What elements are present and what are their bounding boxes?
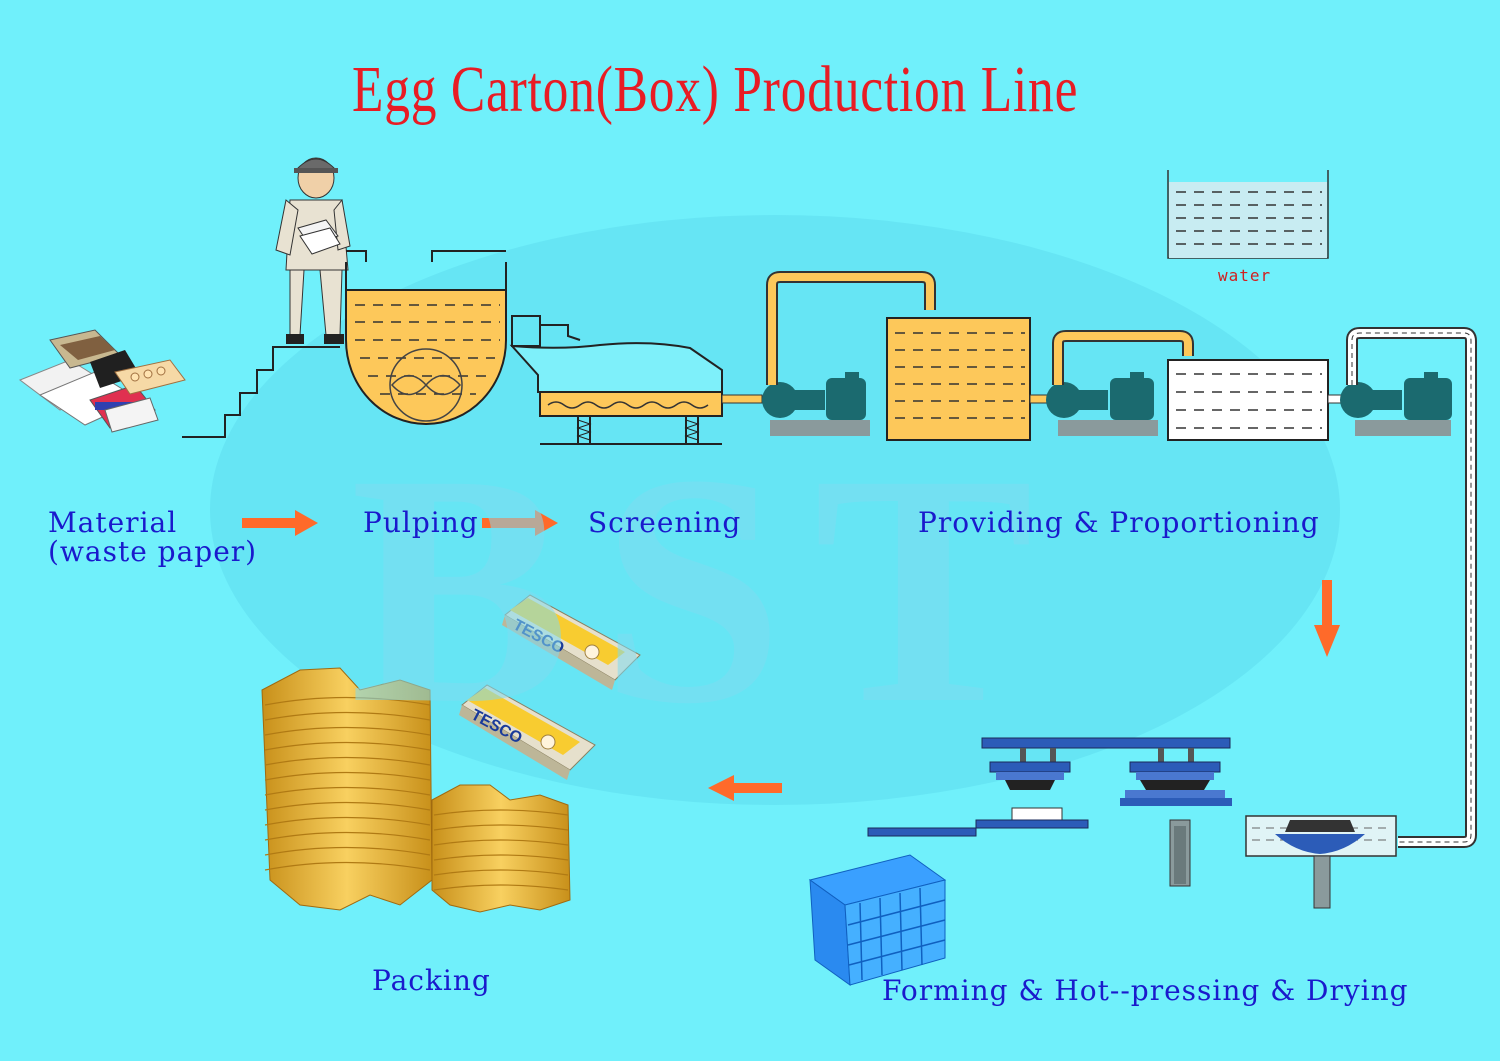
step-forming-label: Forming & Hot--pressing & Drying <box>882 974 1409 1007</box>
waste-paper-icon <box>18 329 186 433</box>
arrow-down-to-forming <box>1314 580 1340 657</box>
step-pulping-label: Pulping <box>363 506 479 539</box>
proportioning-tank <box>1167 359 1347 441</box>
step-material-sublabel: (waste paper) <box>48 535 258 568</box>
egg-carton-1 <box>502 594 641 690</box>
watermark-text: BST <box>350 407 1064 772</box>
egg-carton-2 <box>459 684 596 780</box>
forming-mould <box>1245 815 1397 909</box>
pulper-tank <box>345 250 507 425</box>
step-material-label: Material <box>48 506 178 539</box>
blue-crate-icon <box>808 854 947 987</box>
water-label: water <box>1218 266 1272 285</box>
screening-machine <box>509 315 763 445</box>
stairs <box>182 346 340 438</box>
providing-tank <box>886 317 1051 441</box>
egg-tray-stack-large <box>261 667 433 911</box>
arrow-forming-to-packing <box>708 775 782 801</box>
step-screening-label: Screening <box>588 506 742 539</box>
pump-3 <box>1340 372 1452 436</box>
egg-tray-stack-small <box>431 784 571 913</box>
forming-machine <box>867 737 1232 887</box>
pump-2 <box>1046 372 1158 436</box>
step-providing-label: Providing & Proportioning <box>918 506 1320 539</box>
step-packing-label: Packing <box>372 964 491 997</box>
arrow-material-to-pulping <box>242 510 318 536</box>
arrow-pulping-to-screening <box>482 510 558 536</box>
page-title: Egg Carton(Box) Production Line <box>352 53 1079 126</box>
pump-1 <box>762 372 870 436</box>
worker-icon <box>275 157 351 344</box>
water-tank <box>1167 170 1329 259</box>
